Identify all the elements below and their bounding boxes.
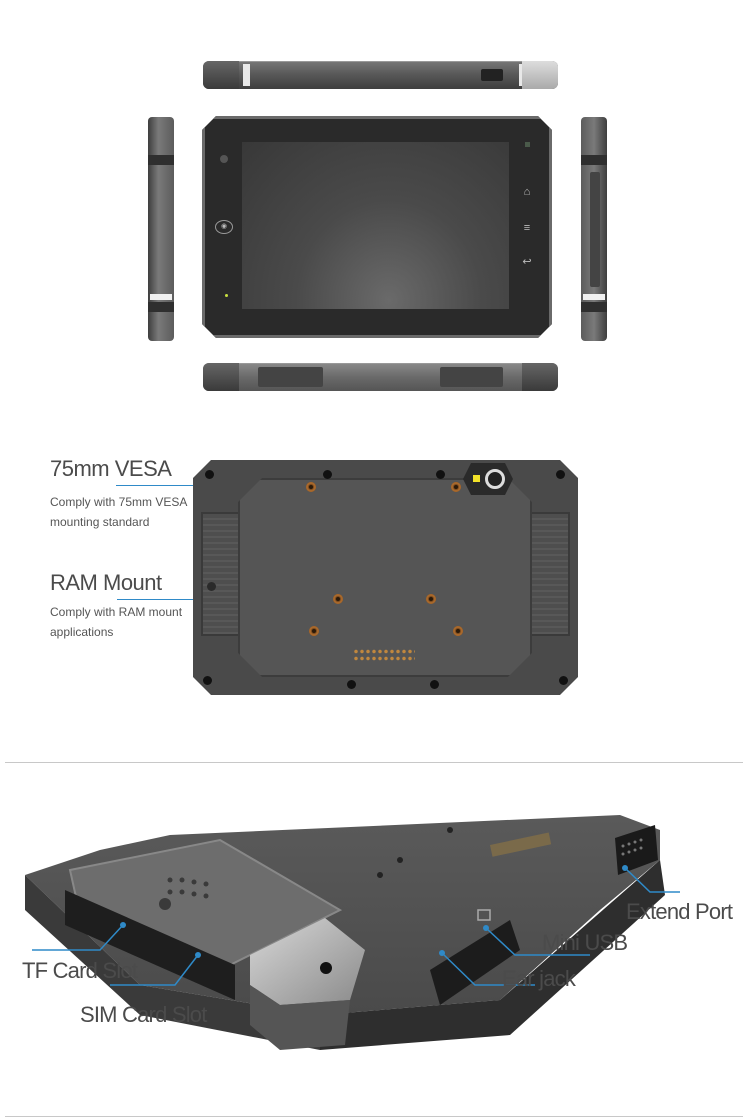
section-divider (5, 762, 743, 763)
flash-icon (473, 475, 480, 482)
tablet-right-side-view (581, 117, 607, 341)
rear-camera (463, 463, 513, 495)
vesa-description: Comply with 75mm VESA mounting standard (50, 492, 187, 532)
pogo-pin-connector (353, 648, 415, 662)
power-button (481, 69, 503, 81)
ram-desc-line-1: Comply with RAM mount (50, 605, 183, 619)
ram-mount-title: RAM Mount (50, 570, 162, 595)
section-divider (5, 1116, 743, 1117)
tablet-top-edge-view (203, 61, 558, 89)
ram-mount-hole (333, 594, 343, 604)
home-icon[interactable]: ⌂ (523, 186, 531, 198)
tablet-perspective-port-view (25, 815, 680, 1050)
ram-mount-description: Comply with RAM mount applications (50, 602, 182, 642)
camera-lens-icon (485, 469, 505, 489)
menu-icon[interactable]: ≡ (523, 222, 531, 234)
sim-card-slot-label: SIM Card Slot (80, 1002, 207, 1027)
tablet-front-view: ◉ ⌂ ≡ ↩ (202, 116, 552, 338)
light-sensor-icon (525, 142, 530, 147)
status-led-icon (225, 294, 228, 297)
extend-port-label: Extend Port (626, 899, 733, 924)
mini-usb-label: Mini USB (542, 930, 628, 955)
screen (242, 142, 509, 309)
tf-card-slot-label: TF Card Slot (22, 958, 138, 983)
vesa-mount-hole (309, 626, 319, 636)
right-port-cover (440, 367, 503, 387)
vesa-desc-line-2: mounting standard (50, 515, 150, 529)
back-plate (238, 478, 532, 677)
tablet-back-view (193, 460, 578, 695)
left-port-cover (258, 367, 323, 387)
back-icon[interactable]: ↩ (522, 256, 532, 268)
nfc-icon: ◉ (215, 220, 233, 234)
vesa-mount-hole (451, 482, 461, 492)
side-port-cover (590, 172, 600, 287)
vesa-mount-hole (453, 626, 463, 636)
ram-mount-hole (426, 594, 436, 604)
front-camera-icon (220, 155, 228, 163)
ram-desc-line-2: applications (50, 625, 114, 639)
ear-jack-label: Ear jack (502, 966, 576, 991)
vesa-title: 75mm VESA (50, 456, 172, 481)
vesa-desc-line-1: Comply with 75mm VESA (50, 495, 188, 509)
tablet-left-side-view (148, 117, 174, 341)
vesa-mount-hole (306, 482, 316, 492)
tablet-bottom-edge-view (203, 363, 558, 391)
mini-usb-port (477, 909, 491, 921)
